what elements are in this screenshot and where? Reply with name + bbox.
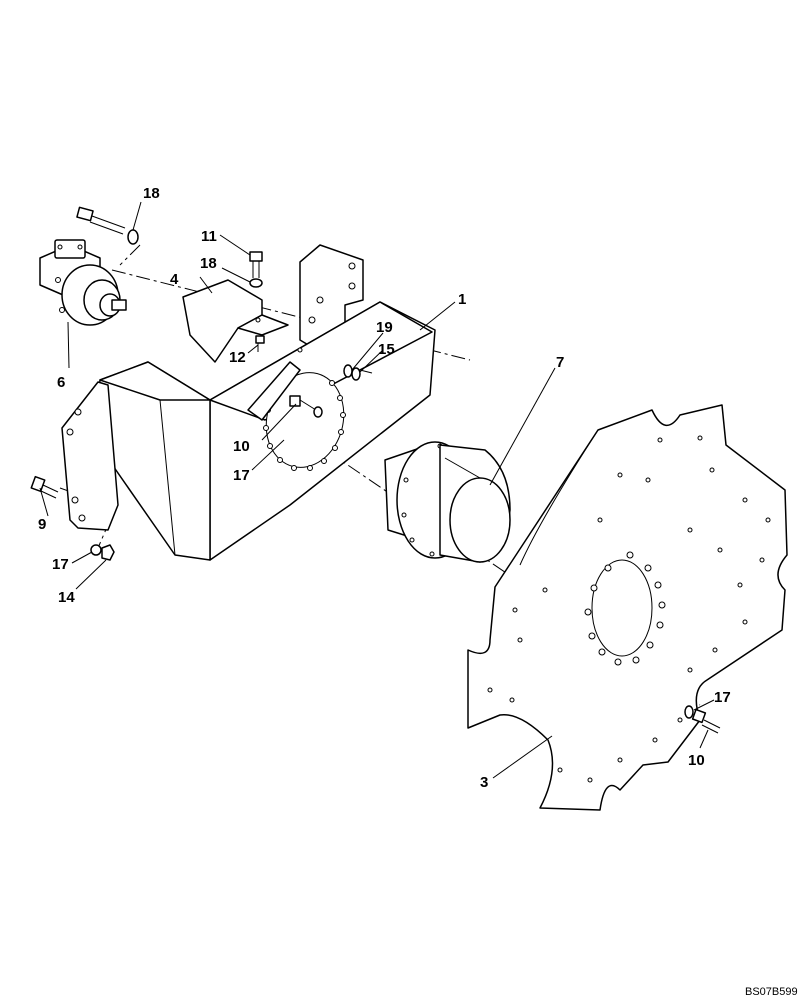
callout-18-top: 18 [143, 185, 160, 202]
callout-17-plate: 17 [714, 689, 731, 706]
housing-part-1 [61, 244, 436, 561]
callout-9: 9 [38, 516, 46, 533]
callout-3: 3 [480, 774, 488, 791]
callout-17-left: 17 [52, 556, 69, 573]
bolt-12 [255, 335, 265, 352]
drawing-code: BS07B599 [745, 986, 798, 998]
callout-labels: 18 11 18 4 12 1 19 15 7 6 10 17 9 17 14 … [38, 185, 731, 791]
callout-10-housing: 10 [233, 438, 250, 455]
washer-17-nut-14 [90, 544, 115, 561]
callout-14: 14 [58, 589, 75, 606]
callout-12: 12 [229, 349, 246, 366]
bolt-10-housing [289, 395, 323, 418]
callout-19: 19 [376, 319, 393, 336]
callout-17-housing: 17 [233, 467, 250, 484]
bolt-10-plate [684, 705, 721, 734]
callout-6: 6 [57, 374, 65, 391]
bolt-18-motor [76, 206, 139, 245]
callout-1: 1 [458, 291, 466, 308]
gearbox-part-7 [384, 441, 511, 563]
callout-18-cover: 18 [200, 255, 217, 272]
callout-7: 7 [556, 354, 564, 371]
callout-10-plate: 10 [688, 752, 705, 769]
bolt-11 [249, 251, 263, 288]
cover-part-4 [182, 279, 289, 363]
drive-plate-part-3 [467, 404, 788, 811]
bolt-9 [30, 475, 59, 499]
callout-11: 11 [201, 228, 217, 245]
callout-4: 4 [170, 271, 179, 288]
leader-lines [39, 201, 715, 779]
motor-part-6 [39, 239, 127, 326]
callout-15: 15 [378, 341, 395, 358]
